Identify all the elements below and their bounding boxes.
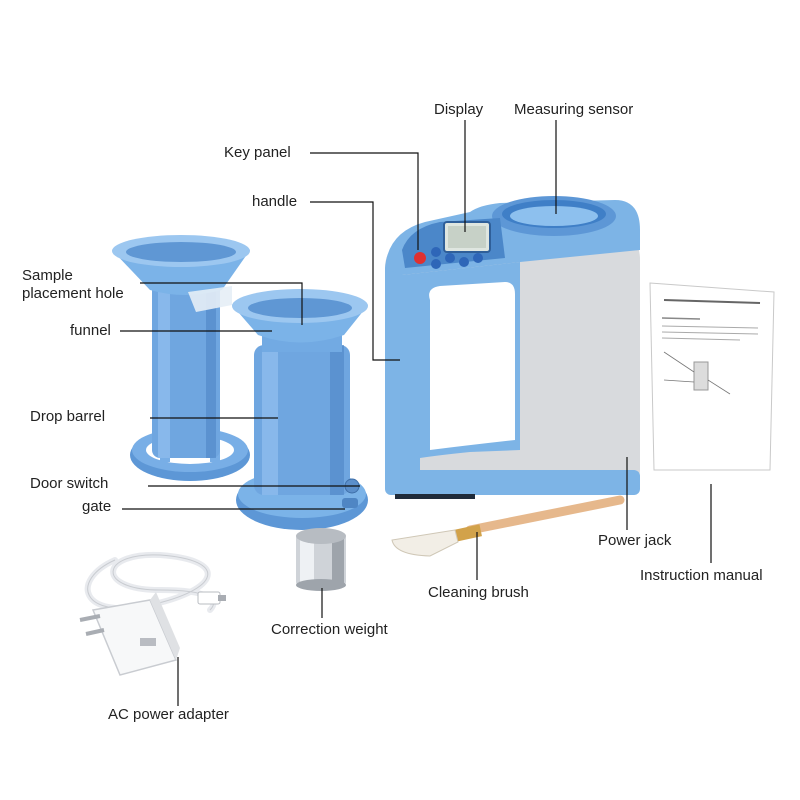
label-handle: handle (252, 193, 298, 210)
leader-lines (120, 120, 712, 706)
label-funnel: funnel (70, 322, 111, 339)
instruction-manual-sheet (649, 282, 775, 471)
correction-weight (296, 528, 346, 591)
leader-sample-placement-hole (140, 282, 303, 325)
leader-key-panel (310, 152, 419, 250)
label-door-switch: Door switch (30, 475, 109, 492)
label-sample-placement-hole: Sample placement hole (22, 267, 124, 302)
label-key-panel: Key panel (224, 144, 291, 161)
label-display: Display (434, 101, 484, 118)
label-instruction-manual: Instruction manual (640, 567, 763, 584)
label-measuring-sensor: Measuring sensor (514, 101, 634, 118)
label-drop-barrel: Drop barrel (30, 408, 106, 425)
ac-power-adapter (79, 551, 226, 676)
label-ac-power-adapter: AC power adapter (108, 706, 229, 723)
label-correction-weight: Correction weight (271, 621, 388, 638)
drop-barrel-left (112, 235, 250, 481)
label-cleaning-brush: Cleaning brush (428, 584, 529, 601)
cleaning-brush (391, 495, 625, 557)
label-gate: gate (82, 498, 112, 515)
leader-handle (310, 201, 400, 361)
label-power-jack: Power jack (598, 532, 672, 549)
moisture-meter (385, 196, 640, 499)
drop-barrel-right (232, 289, 368, 530)
